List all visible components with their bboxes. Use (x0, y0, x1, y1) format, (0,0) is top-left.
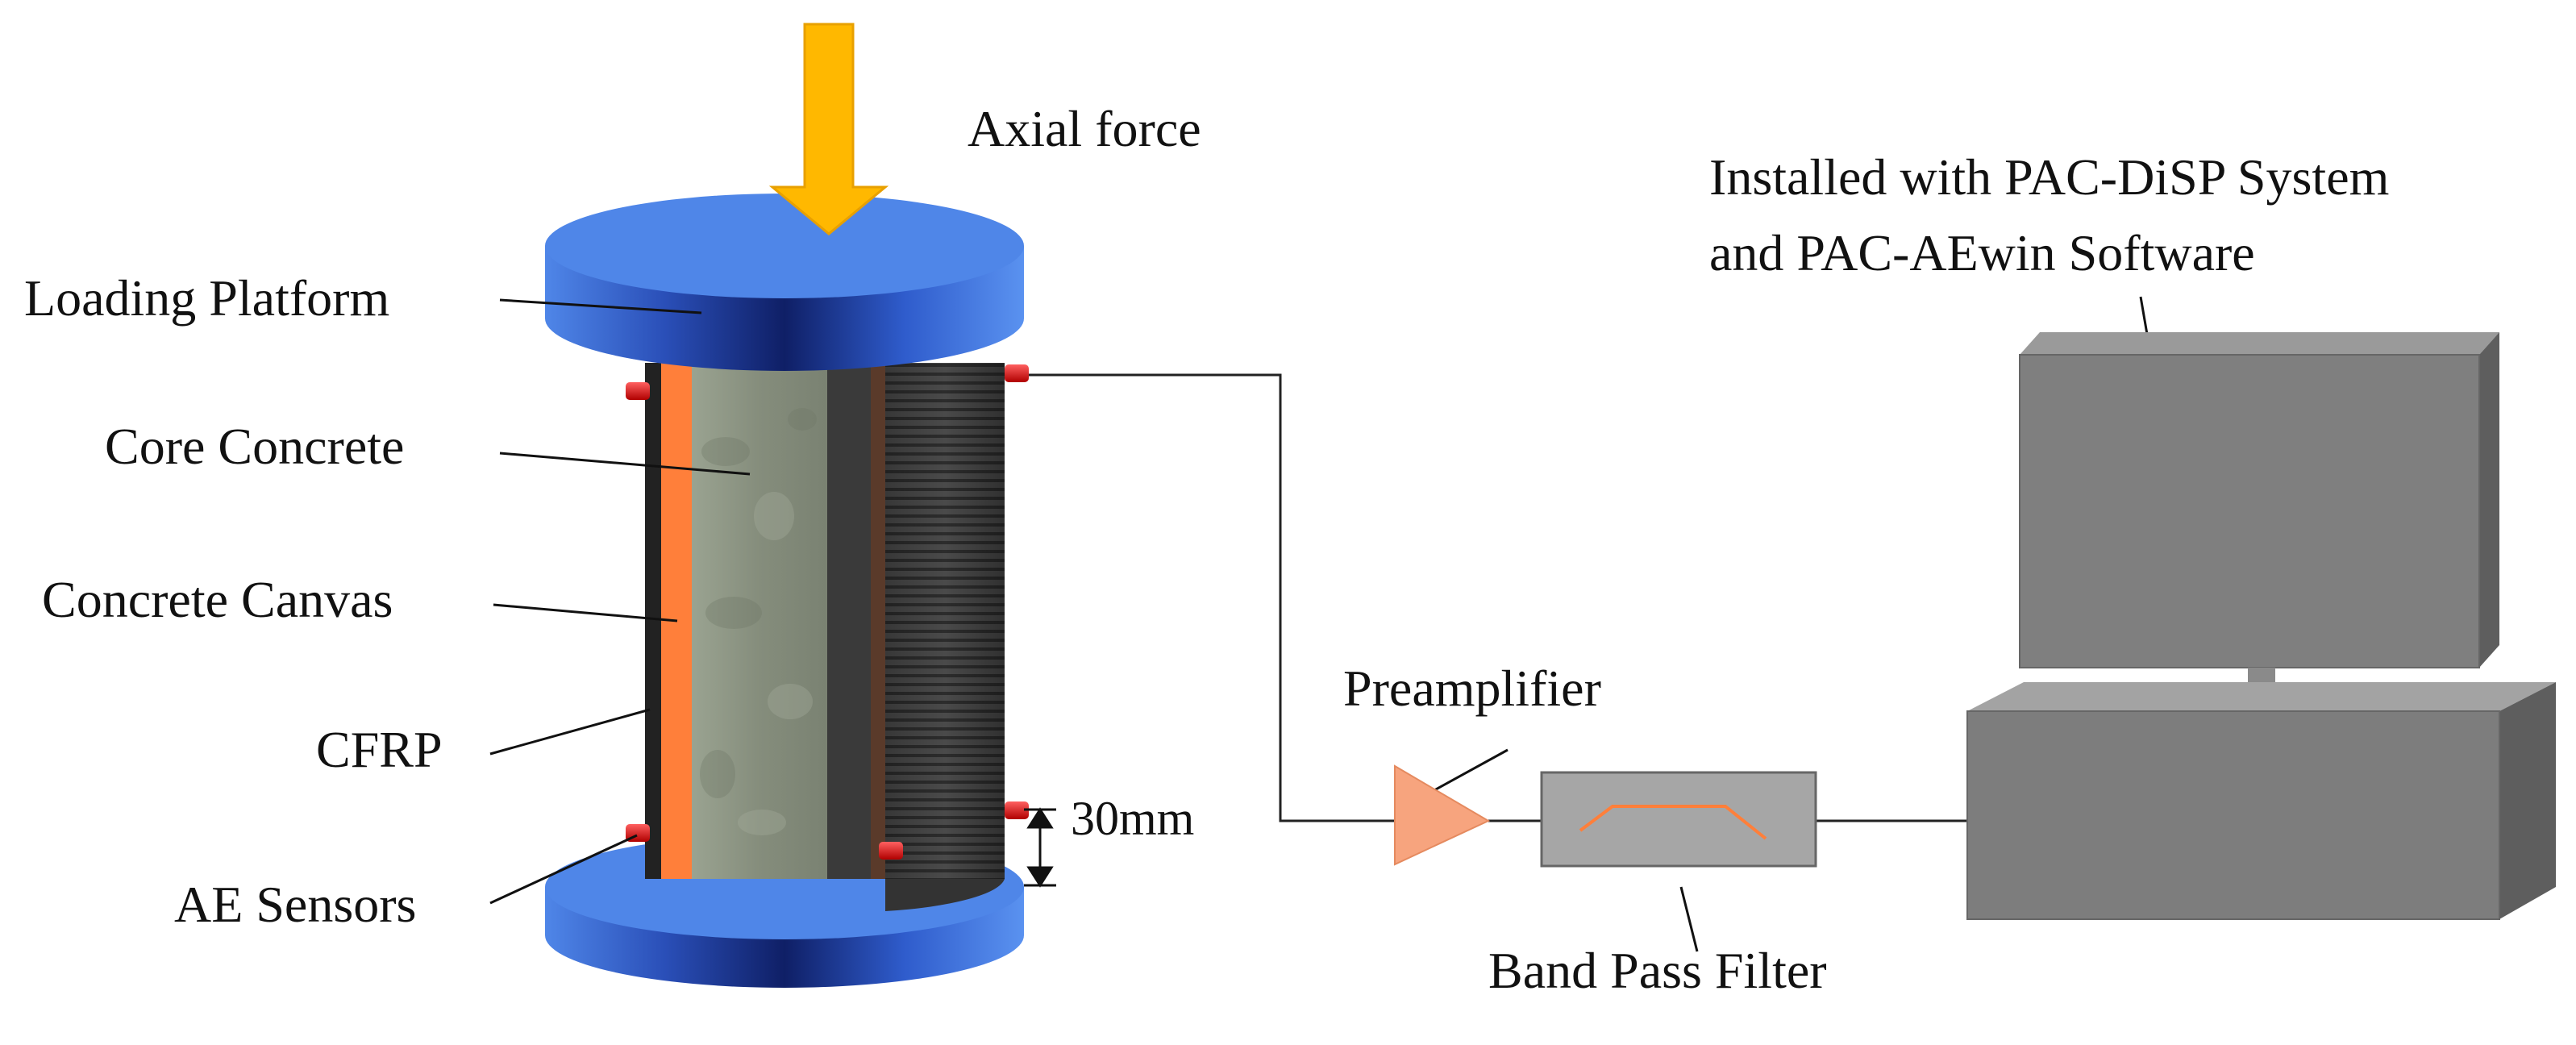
core-concrete-face (692, 363, 827, 879)
label-concrete-canvas: Concrete Canvas (42, 571, 393, 628)
ae-sensors (626, 364, 1029, 860)
ae-sensor-bottom-right (1005, 801, 1029, 819)
inner-canvas-edge (871, 363, 885, 879)
preamplifier (1394, 764, 1491, 866)
label-ae-sensors: AE Sensors (174, 876, 417, 933)
label-cfrp: CFRP (316, 721, 443, 778)
cylinder-specimen (645, 361, 1005, 911)
label-computer-line1: Installed with PAC-DiSP System (1709, 148, 2390, 206)
cut-wall (827, 361, 871, 879)
dimension-30mm (1024, 807, 1056, 888)
label-30mm: 30mm (1071, 792, 1195, 845)
top-loading-platform (545, 194, 1024, 371)
ae-sensor-bottom-center (879, 842, 903, 860)
label-loading-platform: Loading Platform (24, 269, 390, 327)
filter-response-curve (1579, 805, 1767, 840)
axial-force-arrow (768, 23, 889, 235)
label-preamplifier: Preamplifier (1343, 660, 1601, 717)
label-axial-force: Axial force (968, 100, 1201, 157)
computer-desktop-unit (1966, 682, 2556, 920)
concrete-texture (700, 408, 817, 835)
signal-cable (1029, 373, 1395, 822)
ae-sensor-top-left (626, 382, 650, 400)
ae-sensor-top-right (1005, 364, 1029, 382)
label-band-pass-filter: Band Pass Filter (1488, 942, 1827, 999)
leader-lines (489, 296, 2154, 952)
band-pass-filter (1540, 771, 1817, 868)
label-core-concrete: Core Concrete (105, 418, 405, 475)
computer-monitor (2019, 332, 2499, 735)
label-computer-line2: and PAC-AEwin Software (1709, 224, 2255, 281)
